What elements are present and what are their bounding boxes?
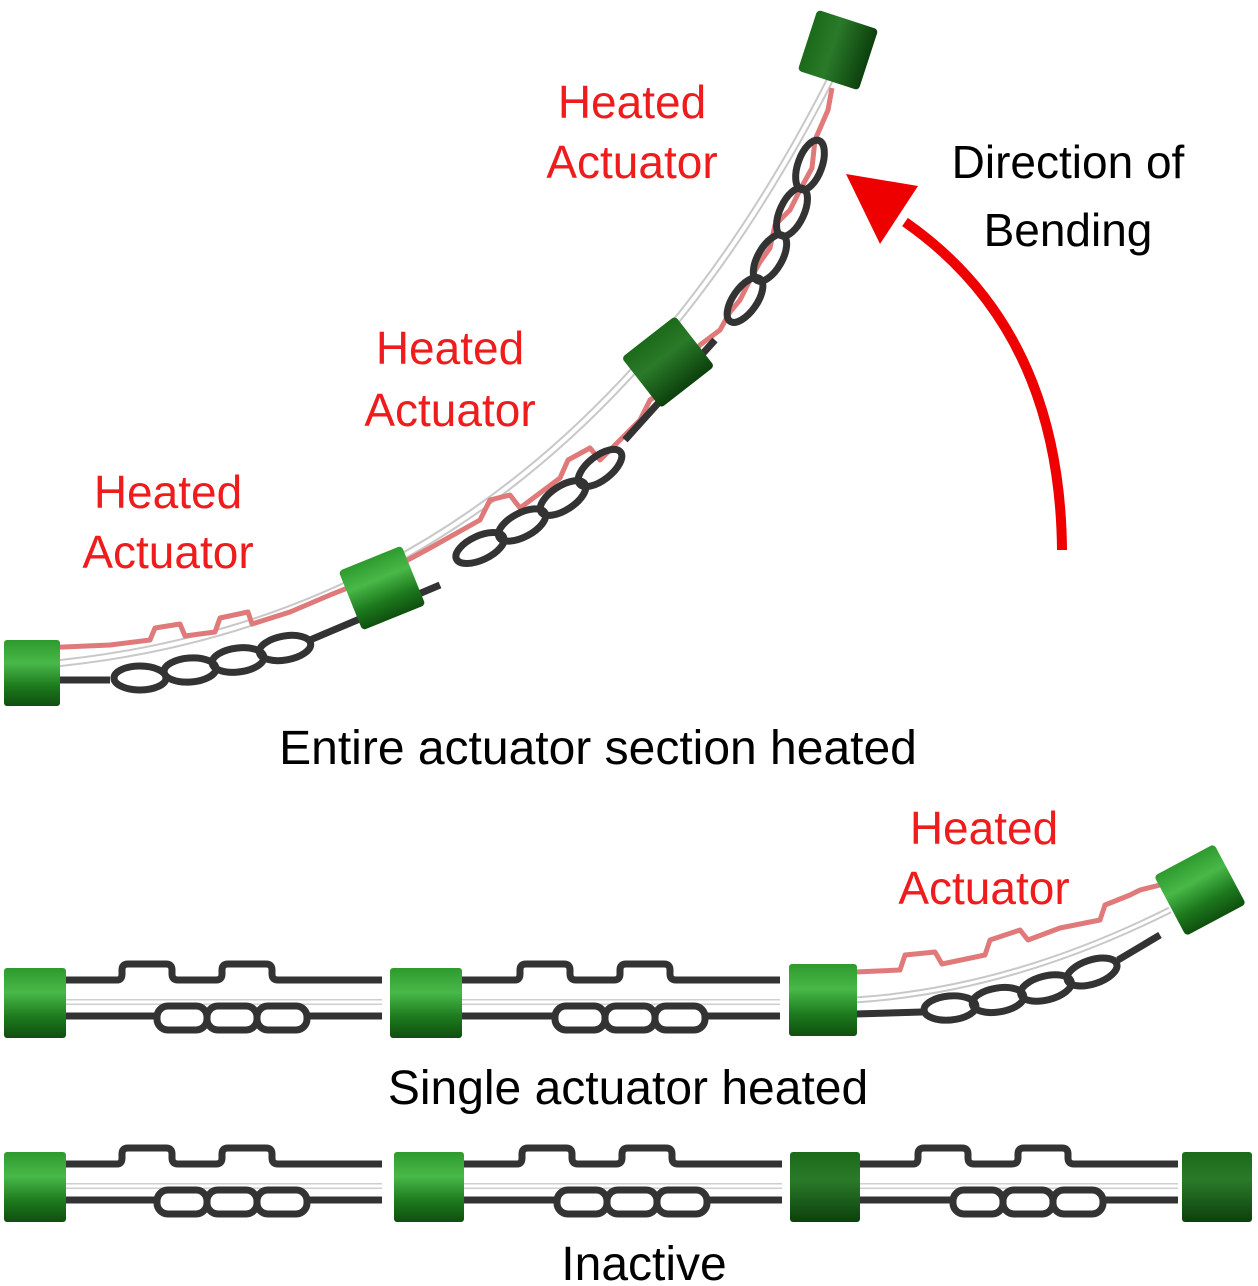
segment-block [390,968,462,1038]
segment-block [394,1152,464,1222]
end-block-right [1182,1152,1252,1222]
end-block-top [798,10,878,90]
heated-label-mid-2: Actuator [364,384,535,436]
segment-block [623,317,713,407]
inactive-assembly [4,1148,1252,1222]
end-block-left [4,968,66,1038]
end-block-left [4,640,60,706]
caption-single: Single actuator heated [388,1062,868,1115]
caption-entire: Entire actuator section heated [279,722,917,775]
curved-actuator-assembly [4,10,878,706]
segment-block [789,964,857,1036]
end-block-right [1155,845,1245,935]
bending-direction-arrow [846,174,1067,551]
heated-label-low-1: Heated [94,466,242,518]
segment-block [790,1152,860,1222]
direction-label-line2: Bending [984,204,1153,256]
end-block-left [4,1152,66,1222]
direction-label-line1: Direction of [952,136,1185,188]
caption-inactive: Inactive [561,1238,726,1286]
heated-wire-single [854,882,1161,975]
heated-wire-top [39,87,835,651]
heated-label-single-1: Heated [910,802,1058,854]
single-heated-assembly [4,845,1245,1038]
heated-label-top-2: Actuator [546,136,717,188]
heated-label-single-2: Actuator [898,862,1069,914]
heated-label-mid-1: Heated [376,322,524,374]
heated-label-low-2: Actuator [82,526,253,578]
segment-block [339,546,425,630]
heated-label-top-1: Heated [558,76,706,128]
